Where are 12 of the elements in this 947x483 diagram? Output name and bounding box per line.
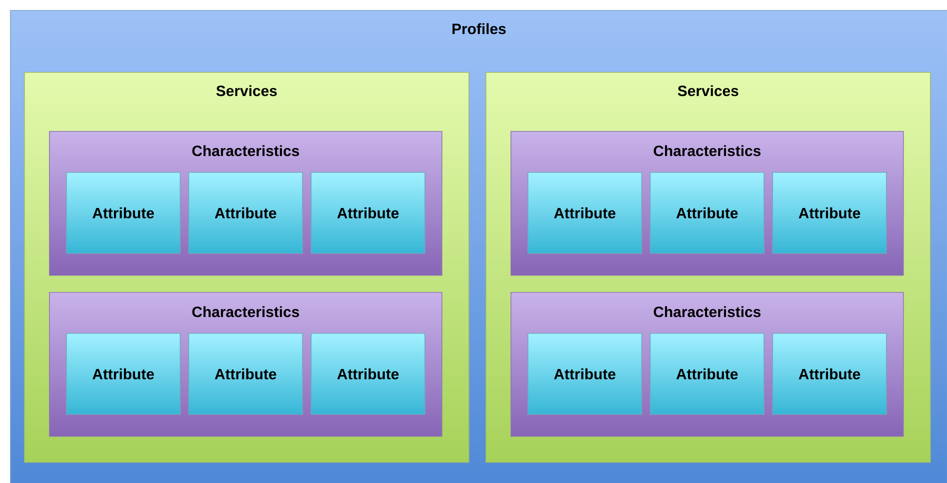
attribute-box: Attribute <box>66 333 181 415</box>
attribute-box: Attribute <box>188 172 303 254</box>
attribute-box: Attribute <box>528 172 642 254</box>
attribute-box: Attribute <box>650 333 764 415</box>
attribute-box: Attribute <box>650 172 764 254</box>
attribute-box: Attribute <box>772 172 887 254</box>
attribute-box: Attribute <box>772 333 887 415</box>
attribute-box: Attribute <box>310 333 426 415</box>
attribute-box: Attribute <box>188 333 303 415</box>
attribute-box: Attribute <box>66 172 181 254</box>
attribute-box: Attribute <box>310 172 426 254</box>
attribute-box: Attribute <box>528 333 642 415</box>
